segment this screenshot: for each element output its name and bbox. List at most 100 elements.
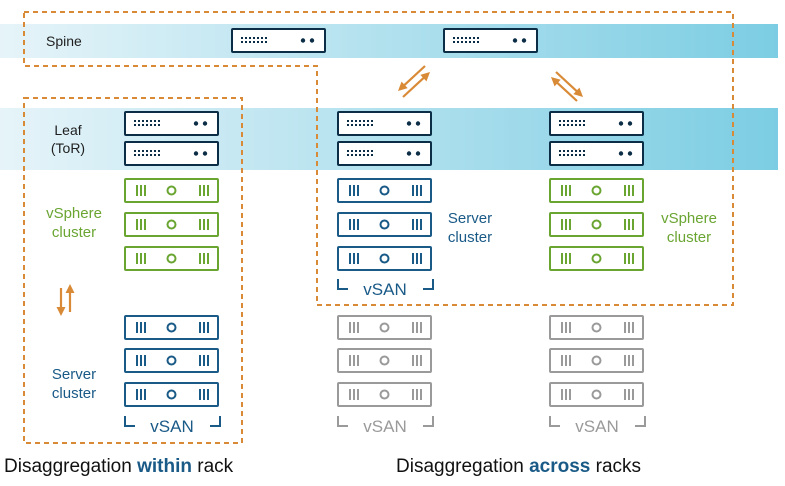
vsphere-label-line2: cluster xyxy=(666,229,712,246)
rack-server-icon xyxy=(549,212,644,237)
vsan-text: vSAN xyxy=(150,417,194,436)
caption-suffix: rack xyxy=(191,456,234,477)
server-rack1-1 xyxy=(124,315,219,340)
rack-server-icon xyxy=(124,348,219,373)
inactive-server-rack2-3 xyxy=(337,382,432,407)
inactive-server-rack3-2 xyxy=(549,348,644,373)
rack-server-icon xyxy=(549,178,644,203)
network-switch-icon xyxy=(124,141,219,166)
spine-label: Spine xyxy=(46,33,82,49)
rack-server-icon xyxy=(549,348,644,373)
caption-prefix: Disaggregation xyxy=(396,456,530,477)
inactive-server-rack3-3 xyxy=(549,382,644,407)
server-rack2-2 xyxy=(337,212,432,237)
vsphere-label-line2: cluster xyxy=(51,224,97,241)
rack-server-icon xyxy=(549,246,644,271)
within-rack-boundary xyxy=(23,97,243,444)
leaf-switch-rack2-a xyxy=(337,111,432,136)
server-rack2-3 xyxy=(337,246,432,271)
within-rack-arrow xyxy=(56,284,75,316)
server-label-line1: Server xyxy=(447,210,493,227)
caption-suffix: racks xyxy=(590,456,642,477)
spine-leaf-arrow-left xyxy=(398,65,430,98)
network-switch-icon xyxy=(549,111,644,136)
server-rack1-3 xyxy=(124,382,219,407)
vsphere-label-line1: vSphere xyxy=(46,205,102,222)
rack-server-icon xyxy=(337,315,432,340)
leaf-label-line1: Leaf xyxy=(54,122,82,138)
vsan-label-rack3-inactive: vSAN xyxy=(549,417,645,439)
caption-across-racks: Disaggregation across racks xyxy=(396,456,641,478)
server-label-line2: cluster xyxy=(51,385,97,402)
network-switch-icon xyxy=(549,141,644,166)
vsphere-label-line1: vSphere xyxy=(661,210,717,227)
bidirectional-arrow-icon xyxy=(551,71,583,102)
rack-server-icon xyxy=(337,382,432,407)
spine-switch-1 xyxy=(231,28,326,53)
server-rack1-2 xyxy=(124,348,219,373)
across-racks-boundary xyxy=(23,11,734,306)
inactive-server-rack2-1 xyxy=(337,315,432,340)
rack-server-icon xyxy=(124,178,219,203)
vsan-bracket-rack3-inactive-right xyxy=(635,416,646,427)
server-label-line1: Server xyxy=(51,366,97,383)
vsan-label-rack1: vSAN xyxy=(124,417,220,439)
vsphere-cluster-label-left: vSphere cluster xyxy=(34,204,114,242)
caption-within-rack: Disaggregation within rack xyxy=(4,456,233,478)
vsan-bracket-rack3-inactive-left xyxy=(549,416,560,427)
server-cluster-label-right: Server cluster xyxy=(430,209,510,247)
rack-server-icon xyxy=(124,246,219,271)
rack-server-icon xyxy=(124,382,219,407)
vsan-bracket-rack2-inactive-right xyxy=(423,416,434,427)
vsan-bracket-rack2-left xyxy=(337,279,348,290)
leaf-switch-rack1-b xyxy=(124,141,219,166)
vsan-bracket-rack1-left xyxy=(124,416,135,427)
leaf-switch-rack3-b xyxy=(549,141,644,166)
bidirectional-arrow-icon xyxy=(398,65,430,98)
caption-prefix: Disaggregation xyxy=(4,456,138,477)
rack-server-icon xyxy=(337,212,432,237)
network-switch-icon xyxy=(443,28,538,53)
rack-server-icon xyxy=(549,382,644,407)
network-switch-icon xyxy=(337,111,432,136)
server-rack2-1 xyxy=(337,178,432,203)
vsan-label-rack2: vSAN xyxy=(337,280,433,302)
inactive-server-rack2-2 xyxy=(337,348,432,373)
server-cluster-label-left: Server cluster xyxy=(34,365,114,403)
network-switch-icon xyxy=(124,111,219,136)
vsphere-cluster-label-right: vSphere cluster xyxy=(649,209,729,247)
inactive-server-rack3-1 xyxy=(549,315,644,340)
leaf-label: Leaf (ToR) xyxy=(40,121,96,157)
leaf-label-line2: (ToR) xyxy=(50,140,86,156)
vsan-text: vSAN xyxy=(363,280,407,299)
vsan-text: vSAN xyxy=(363,417,407,436)
vsan-bracket-rack2-inactive-left xyxy=(337,416,348,427)
network-switch-icon xyxy=(231,28,326,53)
bidirectional-arrow-icon xyxy=(56,284,75,316)
leaf-switch-rack2-b xyxy=(337,141,432,166)
vsan-text: vSAN xyxy=(575,417,619,436)
caption-emphasis: within xyxy=(137,456,192,477)
spine-leaf-arrow-right xyxy=(551,71,583,102)
vsphere-server-rack1-2 xyxy=(124,212,219,237)
vsan-bracket-rack2-right xyxy=(423,279,434,290)
leaf-switch-rack1-a xyxy=(124,111,219,136)
rack-server-icon xyxy=(124,315,219,340)
network-switch-icon xyxy=(337,141,432,166)
vsan-label-rack2-inactive: vSAN xyxy=(337,417,433,439)
vsphere-server-rack1-1 xyxy=(124,178,219,203)
spine-switch-2 xyxy=(443,28,538,53)
rack-server-icon xyxy=(337,348,432,373)
leaf-switch-rack3-a xyxy=(549,111,644,136)
rack-server-icon xyxy=(124,212,219,237)
vsphere-server-rack3-2 xyxy=(549,212,644,237)
rack-server-icon xyxy=(549,315,644,340)
spine-band xyxy=(0,24,778,58)
vsphere-server-rack3-1 xyxy=(549,178,644,203)
vsan-bracket-rack1-right xyxy=(210,416,221,427)
server-label-line2: cluster xyxy=(447,229,493,246)
rack-server-icon xyxy=(337,246,432,271)
vsphere-server-rack3-3 xyxy=(549,246,644,271)
